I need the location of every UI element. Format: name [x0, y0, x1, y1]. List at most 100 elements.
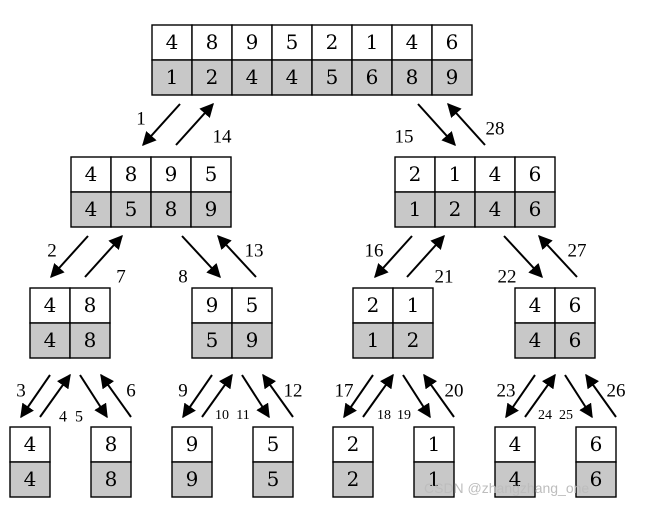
node-RR-bottom-cell-1: [554, 322, 596, 359]
step-label-5: 5: [75, 409, 83, 426]
node-root-top-value-6: 4: [406, 30, 419, 54]
step-label-10: 10: [215, 408, 229, 423]
arrow-7: [84, 234, 123, 278]
node-R-top-value-1: 1: [449, 162, 462, 186]
node-RLR-bottom-value-0: 1: [428, 467, 441, 491]
node-RRL: 44: [494, 426, 536, 498]
step-label-7: 7: [116, 266, 126, 287]
step-label-18: 18: [377, 408, 391, 423]
node-L-bottom-cell-1: [110, 191, 152, 228]
node-LRR: 55: [252, 426, 294, 498]
node-RLR-top-value-0: 1: [428, 432, 441, 456]
node-LLL: 44: [9, 426, 51, 498]
arrow-23: [505, 374, 536, 419]
node-root-bottom-value-2: 4: [246, 65, 259, 89]
node-root-bottom-cell-1: [191, 59, 233, 96]
node-LLL-bottom-cell-0: [9, 461, 51, 498]
node-L-bottom-value-1: 5: [125, 197, 138, 221]
arrow-13: [217, 234, 257, 278]
arrow-25: [564, 374, 593, 419]
node-R-bottom-value-0: 1: [409, 197, 422, 221]
node-RRL-bottom-value-0: 4: [509, 467, 522, 491]
node-LLR-bottom-value-0: 8: [105, 467, 118, 491]
step-label-4: 4: [59, 409, 67, 426]
node-LRL-bottom-cell-0: [171, 461, 213, 498]
node-LLR-bottom-cell-0: [90, 461, 132, 498]
node-LL-bottom-value-0: 4: [44, 328, 57, 352]
step-label-28: 28: [486, 118, 505, 139]
node-RR-bottom-value-0: 4: [529, 328, 542, 352]
node-RLL: 22: [332, 426, 374, 498]
node-root-bottom-cell-0: [151, 59, 193, 96]
arrow-17: [343, 374, 374, 419]
step-label-6: 6: [126, 380, 136, 401]
arrow-24: [524, 373, 556, 418]
node-RRR-bottom-value-0: 6: [590, 467, 603, 491]
node-root-bottom-cell-3: [271, 59, 313, 96]
node-LRL-bottom-value-0: 9: [186, 467, 199, 491]
node-RLL-bottom-cell-0: [332, 461, 374, 498]
node-L-top-value-1: 8: [125, 162, 138, 186]
node-root-top-value-3: 5: [286, 30, 299, 54]
node-root-top-value-5: 1: [366, 30, 379, 54]
node-LR-bottom-cell-1: [231, 322, 273, 359]
node-root-top-cell-7: [431, 24, 473, 61]
node-L-bottom-value-0: 4: [85, 197, 98, 221]
arrow-26: [585, 373, 617, 418]
node-RRR: 66: [575, 426, 617, 498]
node-R-bottom-value-1: 2: [449, 197, 462, 221]
step-label-25: 25: [559, 408, 573, 423]
node-L-bottom-cell-3: [190, 191, 232, 228]
node-R-bottom-cell-2: [474, 191, 516, 228]
node-R-top-value-2: 4: [489, 162, 502, 186]
node-root-bottom-value-6: 8: [406, 65, 419, 89]
arrow-19: [402, 374, 431, 419]
node-RR-top-cell-0: [514, 287, 556, 324]
arrow-3: [20, 374, 51, 419]
arrow-2: [50, 235, 89, 279]
arrow-11: [241, 374, 270, 419]
step-label-21: 21: [435, 266, 454, 287]
node-RR-top-cell-1: [554, 287, 596, 324]
node-LR-bottom-value-1: 9: [246, 328, 259, 352]
arrow-18: [362, 373, 394, 418]
node-R-bottom-value-2: 4: [489, 197, 502, 221]
watermark-text: CSDN @zhangzhang_one: [424, 480, 590, 496]
node-LRL: 99: [171, 426, 213, 498]
node-root-bottom-value-3: 4: [286, 65, 299, 89]
step-label-24: 24: [538, 408, 552, 423]
arrow-14: [175, 102, 214, 146]
node-root-bottom-value-5: 6: [366, 65, 379, 89]
node-L-bottom-cell-2: [150, 191, 192, 228]
arrow-12: [262, 373, 294, 418]
step-label-3: 3: [16, 380, 26, 401]
node-LRR-top-value-0: 5: [267, 432, 280, 456]
node-L-top-cell-0: [70, 156, 112, 193]
node-L-top-value-2: 9: [165, 162, 178, 186]
node-RLL-bottom-value-0: 2: [347, 467, 360, 491]
step-label-17: 17: [335, 380, 354, 401]
node-R-top-value-0: 2: [409, 162, 422, 186]
node-RLR-top-cell-0: [413, 426, 455, 463]
node-RR-top-value-1: 6: [569, 293, 582, 317]
node-LLR: 88: [90, 426, 132, 498]
step-label-22: 22: [498, 266, 517, 287]
step-label-26: 26: [607, 380, 626, 401]
node-root-top-value-1: 8: [206, 30, 219, 54]
node-root-top-value-4: 2: [326, 30, 339, 54]
node-LL-bottom-cell-0: [29, 322, 71, 359]
arrow-5: [79, 374, 108, 419]
node-RR-top-value-0: 4: [529, 293, 542, 317]
node-root-bottom-cell-7: [431, 59, 473, 96]
node-LLR-top-value-0: 8: [105, 432, 118, 456]
step-label-11: 11: [236, 408, 249, 423]
node-RR-bottom-value-1: 6: [569, 328, 582, 352]
node-LRR-bottom-cell-0: [252, 461, 294, 498]
node-RRL-top-value-0: 4: [509, 432, 522, 456]
